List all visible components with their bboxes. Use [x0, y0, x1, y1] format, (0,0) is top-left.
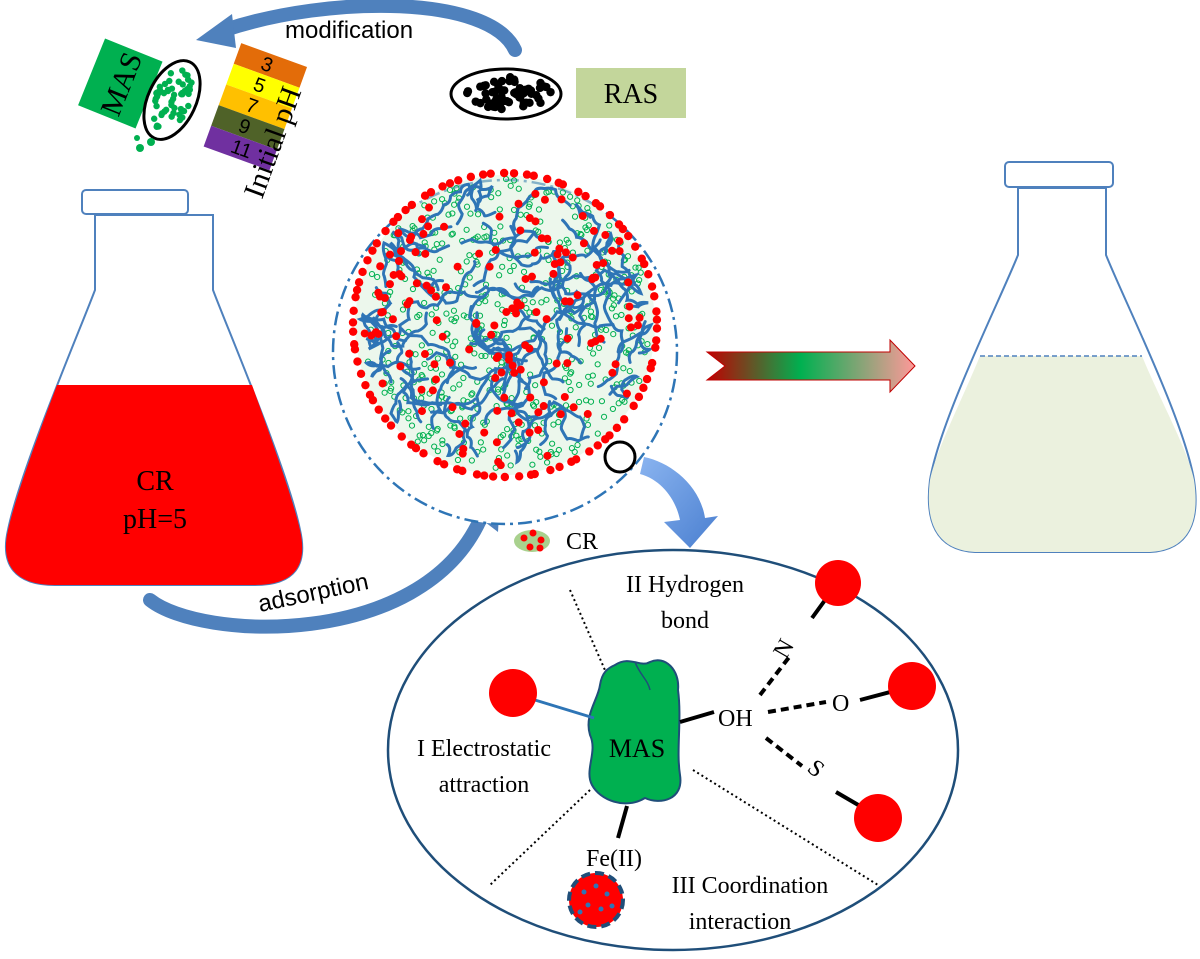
cr-legend-icon — [514, 529, 550, 552]
hydrogen-cr-ball-s — [854, 794, 902, 842]
fe-label: Fe(II) — [586, 846, 642, 872]
process-arrow — [705, 338, 916, 394]
ph-step — [233, 43, 308, 88]
oh-label: OH — [718, 706, 753, 732]
hydrogen-cr-ball-n — [815, 560, 861, 606]
electrostatic-label-1: I Electrostatic — [417, 736, 551, 762]
hydrogen-label-1: II Hydrogen — [626, 572, 744, 598]
clean-liquid — [928, 356, 1196, 552]
mas-center-label: MAS — [609, 734, 665, 763]
hydrogen-label-2: bond — [661, 608, 709, 634]
electrostatic-label-2: attraction — [439, 772, 530, 798]
o-label: O — [832, 691, 849, 717]
ras-box — [576, 68, 686, 118]
ph-step — [203, 125, 277, 171]
modification-arrowhead — [196, 14, 236, 48]
hydrogen-cr-ball-o — [888, 662, 936, 710]
cr-liquid — [5, 385, 303, 585]
mas-box — [78, 38, 163, 129]
modification-arrow — [218, 0, 522, 57]
ph-step — [218, 84, 292, 130]
flask-cr-label: CR — [136, 466, 174, 497]
ph-step — [226, 63, 300, 109]
flask-ph-label: pH=5 — [123, 504, 187, 535]
coordination-cr-ball — [567, 871, 625, 929]
adsorption-arrow — [143, 513, 487, 634]
modification-label: modification — [285, 17, 413, 44]
ras-label: RAS — [604, 79, 658, 110]
ph-step — [211, 105, 285, 150]
mechanism-ellipse: MAS I Electrostatic attraction II Hydrog… — [386, 548, 960, 952]
electrostatic-cr-ball — [489, 669, 537, 717]
coordination-label-1: III Coordination — [672, 873, 829, 899]
flask-clean-solution — [927, 161, 1197, 553]
coordination-label-2: interaction — [689, 909, 792, 935]
adsorbent-sphere — [331, 168, 679, 526]
zoom-arrow — [640, 457, 718, 548]
zoom-circle — [603, 440, 637, 474]
flask-cr-solution — [4, 189, 304, 586]
ras-particles — [449, 67, 563, 121]
cr-legend-label: CR — [566, 529, 598, 555]
mas-blob — [587, 659, 682, 805]
